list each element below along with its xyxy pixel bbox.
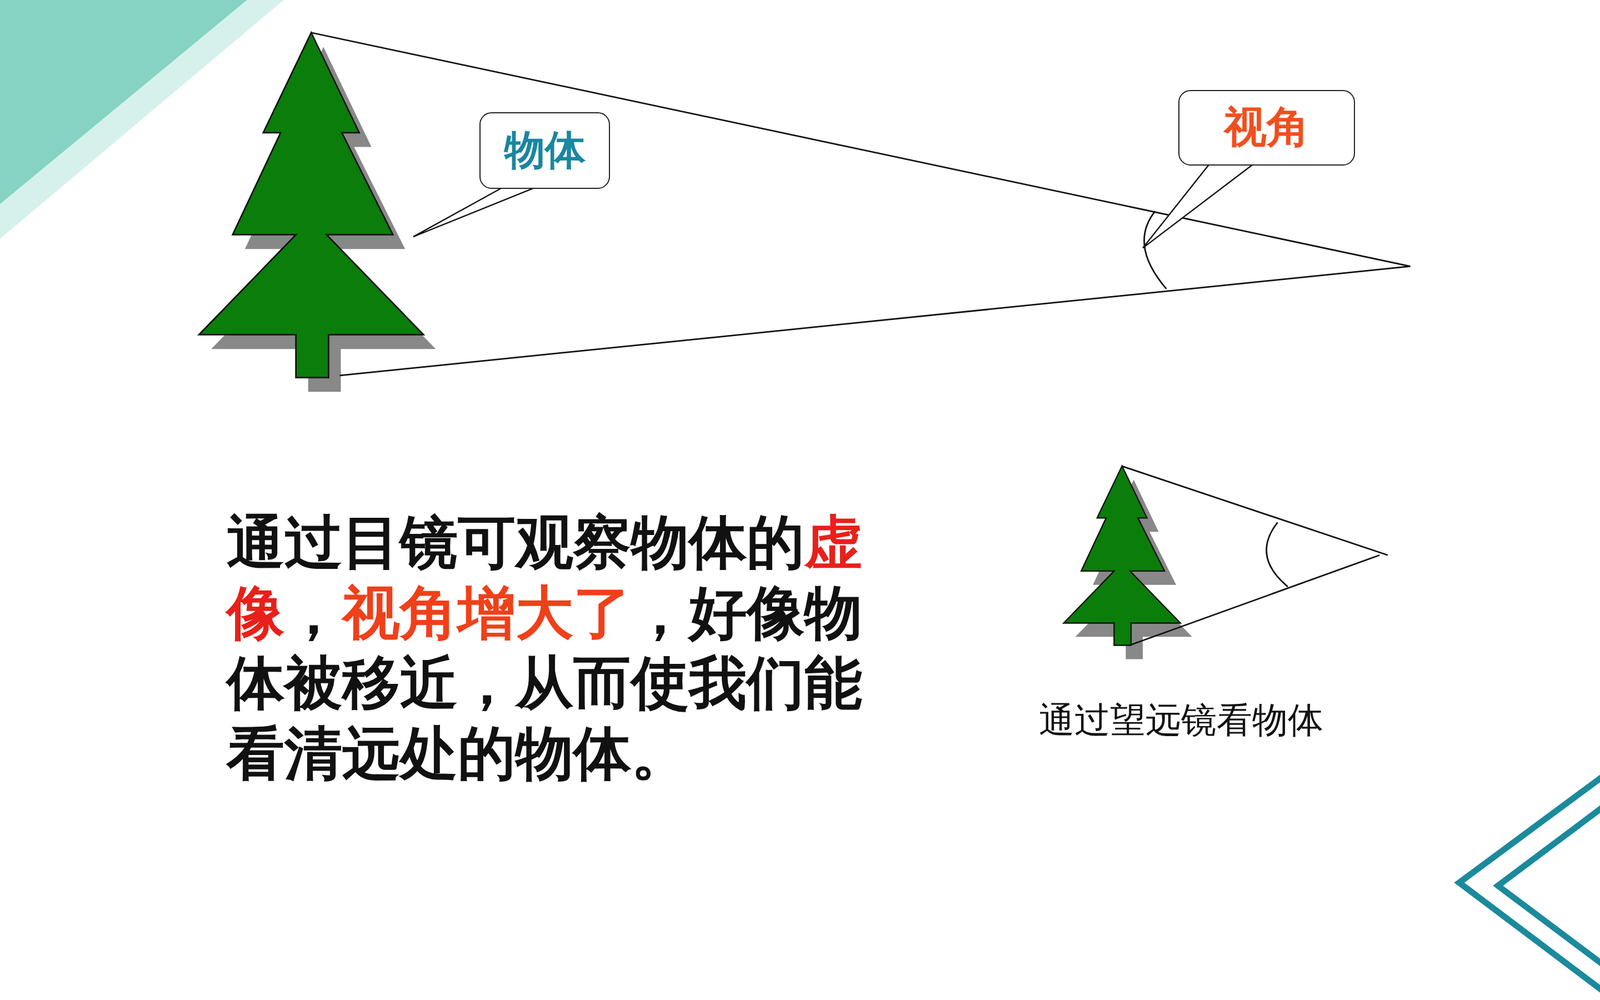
callout-pointer <box>1142 164 1253 249</box>
figure-caption: 通过望远镜看物体 <box>1038 696 1324 745</box>
sight-line <box>1130 555 1380 645</box>
corner-chevron <box>1459 775 1600 992</box>
callout-label: 物体 <box>504 122 586 179</box>
angle-arc <box>1266 522 1288 587</box>
callout-label: 视角 <box>1223 98 1310 157</box>
explanation-text: 通过目镜可观察物体的虚像，视角增大了，好像物体被移近，从而使我们能看清远处的物体… <box>226 507 880 789</box>
callout-pointer <box>413 187 535 237</box>
sight-line <box>1122 466 1388 555</box>
corner-decoration <box>0 0 247 204</box>
sight-line <box>311 32 1410 267</box>
corner-chevron <box>1497 806 1600 966</box>
sight-line <box>340 266 1411 376</box>
tree <box>198 32 424 378</box>
tree <box>1063 466 1181 646</box>
callout-box: 物体 <box>479 112 610 189</box>
explanation-segment: ， <box>284 578 343 647</box>
callout-box: 视角 <box>1178 90 1355 166</box>
corner-decoration <box>0 0 284 239</box>
explanation-segment: 通过目镜可观察物体的 <box>226 508 805 577</box>
explanation-segment: 视角增大了 <box>342 578 632 647</box>
